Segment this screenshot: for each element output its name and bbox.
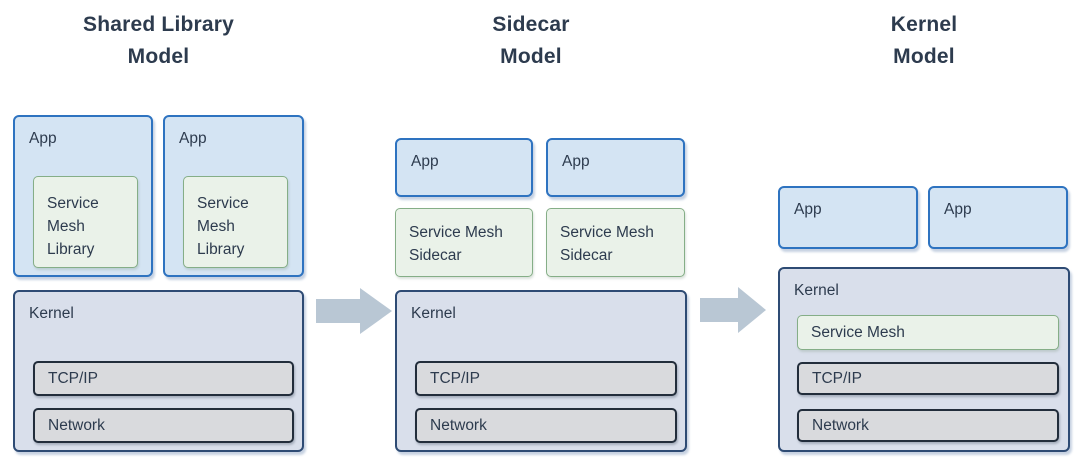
- service-mesh-box: Service Mesh: [797, 315, 1059, 350]
- kernel-box: Kernel TCP/IP Network: [395, 290, 687, 452]
- title-line-2: Model: [893, 45, 955, 68]
- network-box: Network: [797, 409, 1059, 442]
- column-title-kernel-model: Kernel Model: [778, 9, 1070, 73]
- title-line-2: Model: [500, 45, 562, 68]
- app-box: App: [778, 186, 918, 249]
- column-title-shared-library-model: Shared Library Model: [13, 9, 304, 73]
- tcpip-box: TCP/IP: [33, 361, 294, 396]
- network-label: Network: [812, 417, 869, 434]
- title-line-2: Model: [127, 45, 190, 68]
- app-label: App: [179, 130, 207, 147]
- kernel-box: Kernel Service Mesh TCP/IP Network: [778, 267, 1070, 452]
- title-line-1: Kernel: [890, 13, 958, 36]
- app-box: App: [395, 138, 533, 197]
- app-label: App: [29, 130, 57, 147]
- kernel-label: Kernel: [29, 305, 74, 322]
- network-box: Network: [33, 408, 294, 443]
- title-line-1: Shared Library: [82, 13, 235, 36]
- title-line-1: Sidecar: [492, 13, 570, 36]
- app-label: App: [794, 201, 822, 218]
- kernel-label: Kernel: [411, 305, 456, 322]
- service-mesh-label: Service Mesh: [811, 324, 905, 341]
- tcpip-label: TCP/IP: [812, 370, 862, 387]
- app-box: App: [546, 138, 685, 197]
- app-label: App: [944, 201, 972, 218]
- tcpip-label: TCP/IP: [48, 370, 98, 387]
- right-arrow-icon: [700, 287, 766, 333]
- app-label: App: [562, 153, 590, 170]
- kernel-box: Kernel TCP/IP Network: [13, 290, 304, 452]
- service-mesh-sidecar-box: Service Mesh Sidecar: [395, 208, 533, 277]
- service-mesh-sidecar-label: Service Mesh Sidecar: [560, 224, 654, 264]
- service-mesh-library-box: Service Mesh Library: [183, 176, 288, 268]
- kernel-label: Kernel: [794, 282, 839, 299]
- app-box: App: [928, 186, 1068, 249]
- service-mesh-library-box: Service Mesh Library: [33, 176, 138, 268]
- service-mesh-sidecar-label: Service Mesh Sidecar: [409, 224, 503, 264]
- app-label: App: [411, 153, 439, 170]
- right-arrow-icon: [316, 288, 392, 334]
- service-mesh-library-label: Service Mesh Library: [47, 195, 99, 258]
- network-label: Network: [430, 417, 487, 434]
- app-box: App Service Mesh Library: [13, 115, 153, 277]
- network-box: Network: [415, 408, 677, 443]
- app-box: App Service Mesh Library: [163, 115, 304, 277]
- column-title-sidecar-model: Sidecar Model: [385, 9, 677, 73]
- service-mesh-library-label: Service Mesh Library: [197, 195, 249, 258]
- tcpip-box: TCP/IP: [797, 362, 1059, 395]
- network-label: Network: [48, 417, 105, 434]
- service-mesh-sidecar-box: Service Mesh Sidecar: [546, 208, 685, 277]
- tcpip-label: TCP/IP: [430, 370, 480, 387]
- tcpip-box: TCP/IP: [415, 361, 677, 396]
